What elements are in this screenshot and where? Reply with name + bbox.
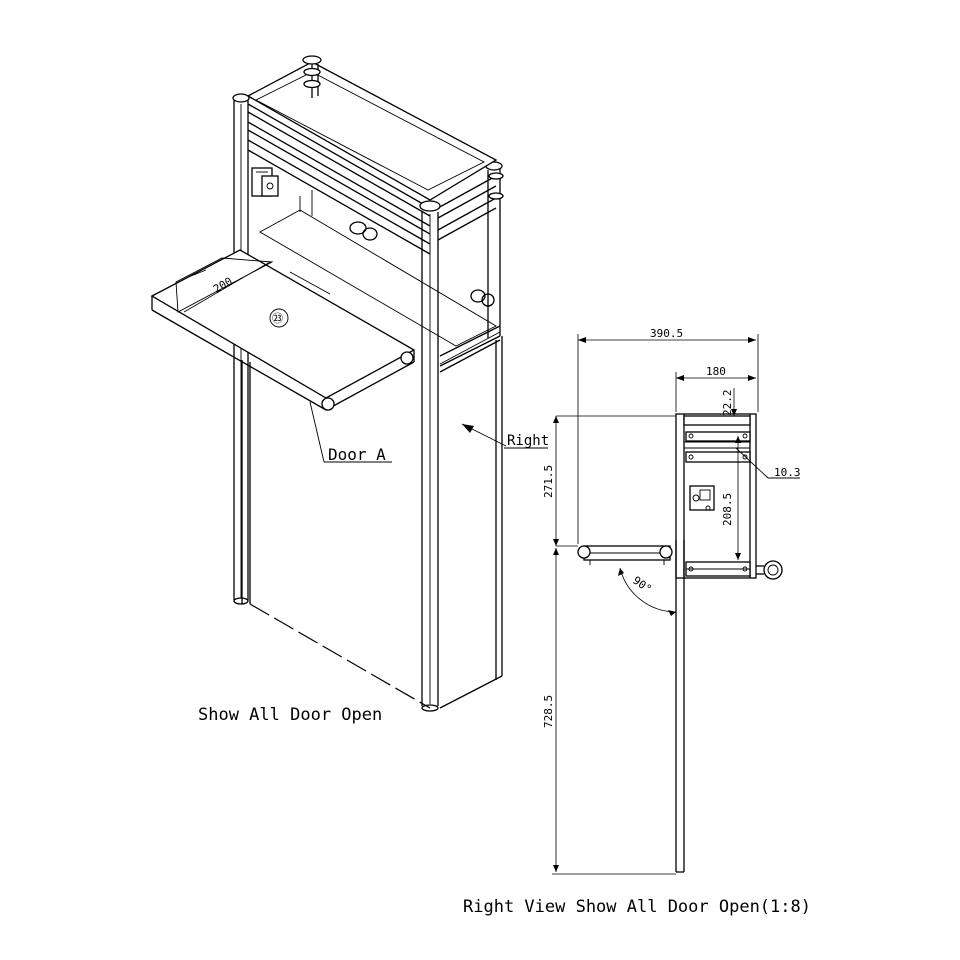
right-view: 390.5 180 22.2 208.5 <box>463 327 811 917</box>
door-a-label: Door A <box>328 445 386 464</box>
part-no-label: ㉓ <box>272 312 283 325</box>
dim-rail-gap: 10.3 <box>774 466 801 479</box>
right-label: Right <box>507 433 549 449</box>
iso-caption: Show All Door Open <box>198 705 382 725</box>
dim-door-angle: 90° <box>630 574 654 596</box>
top-frame <box>246 55 504 255</box>
dim-top-depth: 180 <box>706 365 726 378</box>
hinge-bracket <box>251 167 279 197</box>
dim-top-rail: 22.2 <box>721 390 734 417</box>
interior-shelf <box>259 190 497 347</box>
right-view-caption: Right View Show All Door Open(1:8) <box>463 897 811 917</box>
dim-inner-height: 208.5 <box>721 493 734 526</box>
dim-upper-height: 271.5 <box>542 465 555 498</box>
front-post <box>419 200 441 712</box>
part-no-circle <box>269 308 289 328</box>
dim-overall-depth: 390.5 <box>650 327 683 340</box>
isometric-view: 200 ㉓ Door A Right Show All Door Open <box>150 55 549 725</box>
door-a <box>150 249 416 411</box>
cabinet-body <box>241 331 503 709</box>
dim-lower-height: 728.5 <box>542 695 555 728</box>
